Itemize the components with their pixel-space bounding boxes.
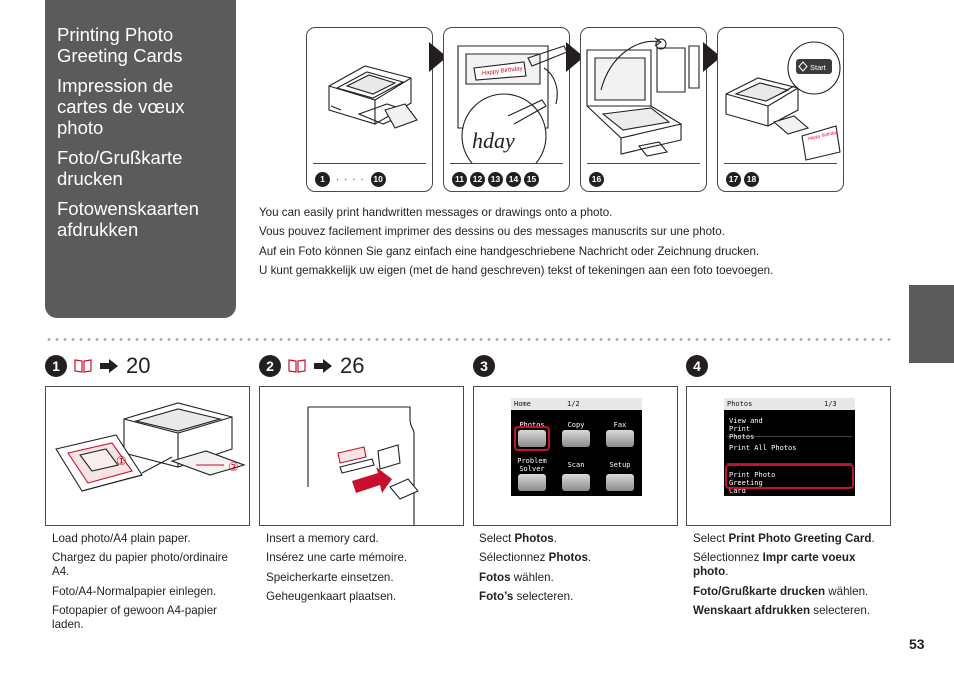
step-number: 10: [370, 171, 386, 187]
svg-text:hday: hday: [472, 128, 515, 153]
load-paper-illustration: ① ②: [55, 402, 246, 492]
lcd-scan-label: Scan: [567, 461, 585, 469]
step-4-illustration: Photos 1/3 View and Print Photos Print A…: [686, 386, 891, 526]
book-icon: [74, 359, 92, 373]
step-number: 16: [589, 171, 604, 187]
svg-text:Happy Birthday: Happy Birthday: [807, 130, 839, 141]
callout-1: ①: [116, 454, 127, 468]
flow-arrow-icon: [566, 42, 584, 72]
step-range-1: 1 · · · · 10: [315, 171, 386, 187]
step-1-text: Load photo/A4 plain paper. Chargez du pa…: [52, 532, 228, 632]
lcd-problem-label: Problem Solver: [517, 457, 547, 473]
step-badge: 4: [686, 355, 708, 377]
lcd-fax-label: Fax: [613, 421, 627, 429]
intro-fr: Vous pouvez facilement imprimer des dess…: [259, 225, 725, 239]
lcd-menu-row[interactable]: View and Print Photos: [727, 411, 852, 441]
step-badge: 1: [45, 355, 67, 377]
book-icon: [288, 359, 306, 373]
intro-en: You can easily print handwritten message…: [259, 206, 613, 219]
title-fr: Impression de cartes de vœux photo: [57, 75, 185, 138]
lcd-photos-label: Photos: [519, 421, 545, 429]
printer-illustration: [328, 65, 418, 129]
memory-card-illustration: [307, 406, 419, 525]
lcd-setup-button[interactable]: [606, 474, 634, 491]
lcd-title: Home: [514, 400, 531, 408]
lcd-setup-label: Setup: [609, 461, 631, 469]
title-panel: Printing Photo Greeting Cards Impression…: [45, 0, 236, 318]
lcd-top-bar: Photos 1/3: [724, 398, 855, 410]
lcd-menu-row[interactable]: Print Photo Greeting Card: [729, 471, 776, 495]
lcd-home-screen: Home 1/2 Photos Copy Fax Problem Solver …: [511, 398, 642, 496]
reference-page[interactable]: 26: [340, 353, 365, 378]
lcd-copy-button[interactable]: [562, 430, 590, 447]
step-2-header: 2 26: [259, 352, 364, 380]
title-de: Foto/Grußkarte drucken: [57, 147, 183, 189]
highlight-box: [725, 464, 854, 489]
step-2-text: Insert a memory card. Insérez une carte …: [266, 532, 408, 604]
lcd-page: 1/3: [824, 400, 837, 408]
step-number: 13: [488, 171, 503, 187]
step-3-illustration: Home 1/2 Photos Copy Fax Problem Solver …: [473, 386, 678, 526]
arrow-right-icon: [100, 359, 118, 373]
intro-de: Auf ein Foto können Sie ganz einfach ein…: [259, 244, 760, 258]
step-number: 14: [506, 171, 521, 187]
lcd-top-bar: Home 1/2: [511, 398, 642, 410]
process-panel-4: Start Happy Birthday 17 18: [717, 27, 844, 192]
lcd-scan-button[interactable]: [562, 474, 590, 491]
svg-text:Start: Start: [810, 63, 827, 72]
lcd-photos-button[interactable]: [518, 430, 546, 447]
step-number: 17: [726, 171, 741, 187]
step-4-text: Select Print Photo Greeting Card. Sélect…: [693, 532, 875, 618]
intro-nl: U kunt gemakkelijk uw eigen (met de hand…: [259, 263, 774, 277]
lcd-title: Photos: [727, 400, 753, 408]
lcd-menu-row[interactable]: Print All Photos: [727, 438, 852, 464]
flow-arrow-icon: [703, 42, 721, 72]
intro-text: You can easily print handwritten message…: [259, 203, 773, 280]
step-1-header: 1 20: [45, 352, 150, 380]
flow-arrow-icon: [429, 42, 447, 72]
reference-page[interactable]: 20: [126, 353, 151, 378]
range-dots: · · · ·: [336, 173, 365, 185]
step-3-text: Select Photos. Sélectionnez Photos. Foto…: [479, 532, 592, 604]
lcd-help-button[interactable]: [518, 474, 546, 491]
section-tab: [909, 285, 954, 363]
lcd-fax-button[interactable]: [606, 430, 634, 447]
highlight-box: [514, 426, 550, 451]
dotted-divider: [45, 338, 894, 341]
process-panel-3: 16: [580, 27, 707, 192]
process-panel-1: 1 · · · · 10: [306, 27, 433, 192]
lcd-photos-screen: Photos 1/3 View and Print Photos Print A…: [724, 398, 855, 496]
scanner-illustration: [586, 37, 700, 157]
step-number: 11: [452, 171, 467, 187]
title-nl: Fotowenskaarten afdrukken: [57, 198, 199, 240]
lcd-page: 1/2: [567, 400, 580, 408]
handwriting-illustration: Happy Birthday hday: [457, 45, 568, 163]
step-number: 18: [744, 171, 759, 187]
title-en: Printing Photo Greeting Cards: [57, 24, 183, 66]
step-number: 1: [315, 171, 330, 187]
step-2-illustration: [259, 386, 464, 526]
start-print-illustration: Start Happy Birthday: [725, 41, 841, 161]
step-number: 15: [524, 171, 539, 187]
step-range-4: 17 18: [726, 171, 759, 187]
svg-text:Happy Birthday: Happy Birthday: [482, 66, 523, 77]
callout-2: ②: [228, 460, 239, 474]
step-3-header: 3: [473, 352, 495, 380]
step-number: 12: [470, 171, 485, 187]
page-number: 53: [909, 636, 925, 652]
lcd-copy-label: Copy: [567, 421, 585, 429]
step-range-3: 16: [589, 171, 604, 187]
step-badge: 2: [259, 355, 281, 377]
process-panel-2: Happy Birthday hday 11 12 13 14 15: [443, 27, 570, 192]
step-4-header: 4: [686, 352, 708, 380]
arrow-right-icon: [314, 359, 332, 373]
step-range-2: 11 12 13 14 15: [452, 171, 539, 187]
step-badge: 3: [473, 355, 495, 377]
step-1-illustration: ① ②: [45, 386, 250, 526]
